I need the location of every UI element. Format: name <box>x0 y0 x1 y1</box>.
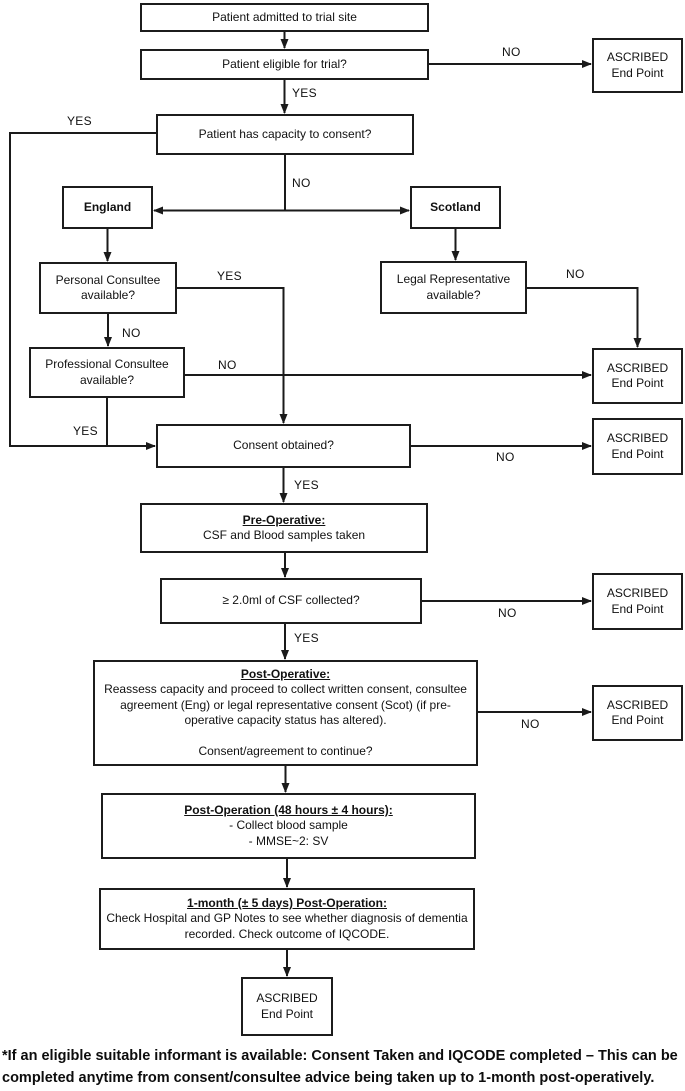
endpoint-line1: ASCRIBED <box>256 991 318 1006</box>
node-personal-consultee: Personal Consultee available? <box>39 262 177 314</box>
footnote-line2: completed anytime from consent/consultee… <box>2 1069 655 1086</box>
node-scotland: Scotland <box>410 186 501 229</box>
node-ascribed-endpoint-1: ASCRIBED End Point <box>592 38 683 93</box>
node-legal-representative: Legal Representative available? <box>380 261 527 314</box>
node-label: Professional Consultee available? <box>45 357 169 387</box>
node-heading: 1-month (± 5 days) Post-Operation: <box>187 895 387 910</box>
edge-label-personal-yes: YES <box>217 269 242 283</box>
node-heading: Post-Operation (48 hours ± 4 hours): <box>184 802 393 817</box>
arrow-legalrep-no-to-endpoint2 <box>527 287 642 348</box>
endpoint-line1: ASCRIBED <box>606 50 669 65</box>
node-label: Scotland <box>430 199 481 214</box>
node-heading: Pre-Operative: <box>242 512 326 527</box>
node-label: Legal Representative available? <box>396 272 511 302</box>
node-patient-eligible: Patient eligible for trial? <box>140 49 429 80</box>
node-item: - Collect blood sample <box>229 818 348 833</box>
node-consent-obtained: Consent obtained? <box>156 424 411 468</box>
node-post-operation-48h: Post-Operation (48 hours ± 4 hours): - C… <box>101 793 476 859</box>
node-label: England <box>83 199 132 214</box>
node-label: Patient admitted to trial site <box>212 9 357 24</box>
edge-label-personal-no: NO <box>122 326 141 340</box>
edge-label-legal-rep-no: NO <box>566 267 585 281</box>
edge-label-post-operative-no: NO <box>521 717 540 731</box>
node-label: Consent obtained? <box>233 438 334 453</box>
node-england: England <box>62 186 153 229</box>
node-heading: Post-Operative: <box>240 667 331 682</box>
footnote: *If an eligible suitable informant is av… <box>2 1046 682 1090</box>
edge-label-consent-no: NO <box>496 450 515 464</box>
node-post-operative: Post-Operative: Reassess capacity and pr… <box>93 660 478 766</box>
node-label: Personal Consultee available? <box>55 272 161 302</box>
node-label: ≥ 2.0ml of CSF collected? <box>222 593 360 608</box>
node-ascribed-endpoint-2: ASCRIBED End Point <box>592 348 683 404</box>
node-ascribed-endpoint-final: ASCRIBED End Point <box>241 977 333 1036</box>
node-body: Reassess capacity and proceed to collect… <box>104 682 467 728</box>
footnote-line1: *If an eligible suitable informant is av… <box>2 1048 678 1064</box>
endpoint-line2: End Point <box>611 65 664 80</box>
node-label: Patient has capacity to consent? <box>198 126 372 141</box>
endpoint-line2: End Point <box>260 1006 314 1021</box>
node-body: CSF and Blood samples taken <box>202 528 366 542</box>
endpoint-line2: End Point <box>611 601 664 616</box>
node-ascribed-endpoint-3: ASCRIBED End Point <box>592 418 683 475</box>
node-capacity-to-consent: Patient has capacity to consent? <box>156 114 414 155</box>
edge-label-eligible-no: NO <box>502 45 521 59</box>
node-body: Check Hospital and GP Notes to see wheth… <box>106 911 468 941</box>
edge-label-professional-no: NO <box>218 358 237 372</box>
edge-label-csf-yes: YES <box>294 631 319 645</box>
edge-label-csf-no: NO <box>498 606 517 620</box>
endpoint-line1: ASCRIBED <box>606 586 669 601</box>
endpoint-line2: End Point <box>611 713 664 727</box>
edge-label-capacity-no: NO <box>292 176 311 190</box>
node-patient-admitted: Patient admitted to trial site <box>140 3 429 32</box>
node-csf-collected: ≥ 2.0ml of CSF collected? <box>160 578 422 624</box>
endpoint-line1: ASCRIBED <box>606 697 669 712</box>
node-ascribed-endpoint-5: ASCRIBED End Point <box>592 685 683 741</box>
endpoint-line1: ASCRIBED <box>606 360 669 375</box>
arrow-personal-yes-to-consent <box>177 287 288 424</box>
arrow-capacity-yes-to-consent <box>9 132 156 450</box>
edge-label-consent-yes: YES <box>294 478 319 492</box>
node-professional-consultee: Professional Consultee available? <box>29 347 185 398</box>
endpoint-line2: End Point <box>611 446 664 461</box>
edge-label-eligible-yes: YES <box>292 86 317 100</box>
node-ascribed-endpoint-4: ASCRIBED End Point <box>592 573 683 630</box>
edge-label-professional-yes: YES <box>73 424 98 438</box>
node-pre-operative: Pre-Operative: CSF and Blood samples tak… <box>140 503 428 553</box>
endpoint-line1: ASCRIBED <box>606 431 669 446</box>
node-one-month-post-operation: 1-month (± 5 days) Post-Operation: Check… <box>99 888 475 950</box>
node-item: - MMSE~2: SV <box>248 833 329 848</box>
node-question: Consent/agreement to continue? <box>198 743 373 758</box>
endpoint-line2: End Point <box>611 376 664 390</box>
node-label: Patient eligible for trial? <box>222 56 347 71</box>
edge-label-capacity-yes: YES <box>67 114 92 128</box>
